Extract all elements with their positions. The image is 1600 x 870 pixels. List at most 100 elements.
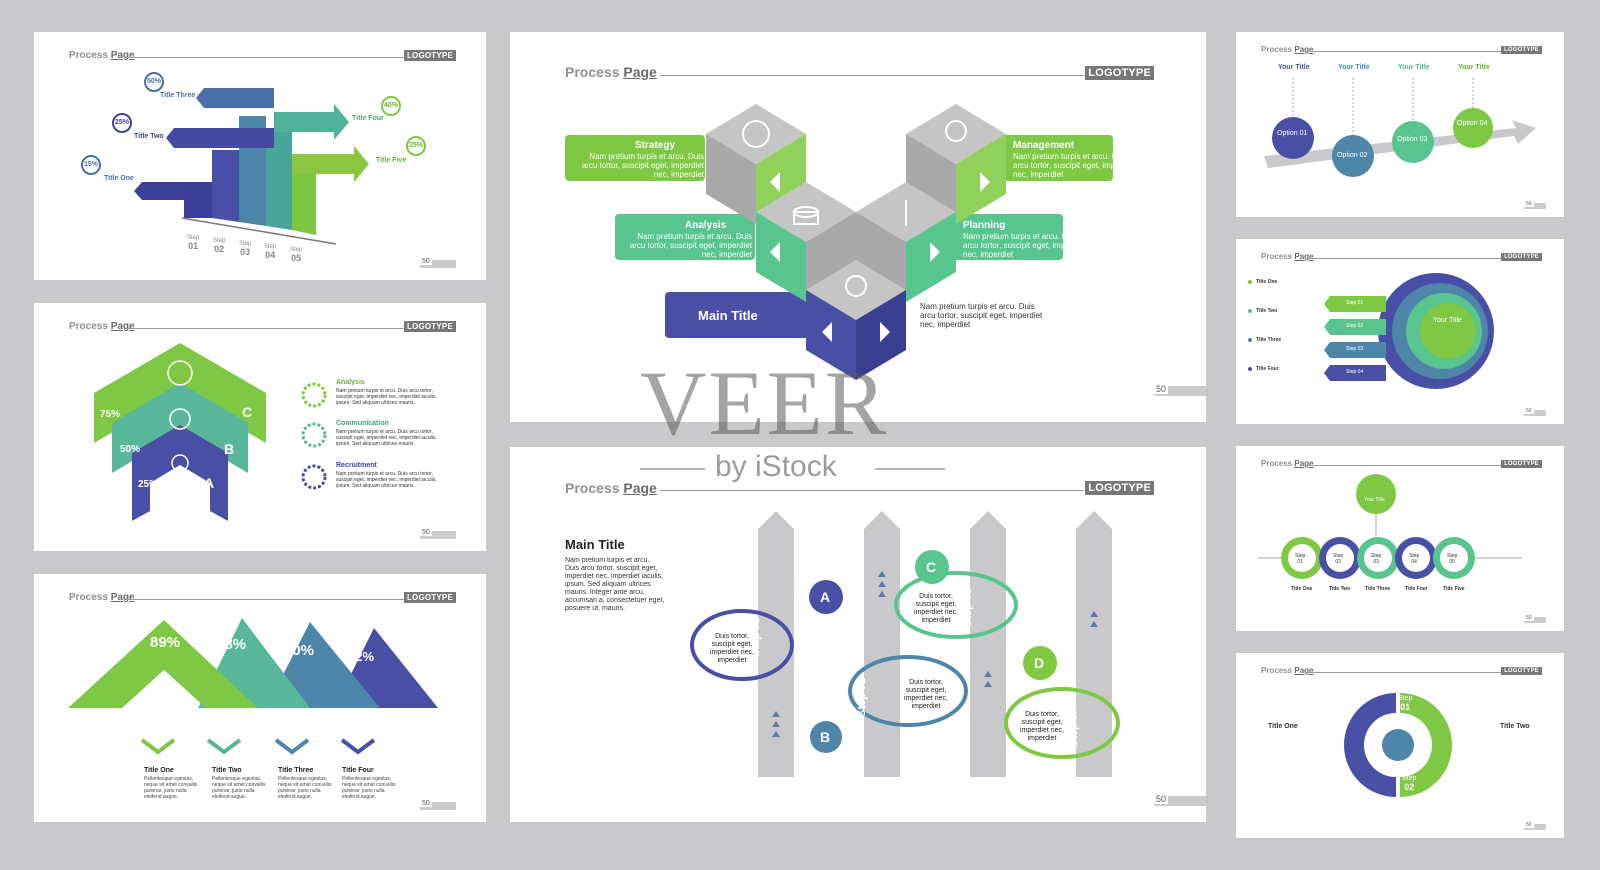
page-number: 50 [1154, 384, 1206, 396]
cloud-text-b: Duis tortor, suscipit eget, imperdiet ne… [904, 679, 948, 710]
title-two: Title Two [1256, 308, 1278, 314]
title-two: Title Two [212, 767, 242, 774]
step-02: Step 02 [856, 677, 868, 717]
cloud-step-diagram [690, 511, 1120, 777]
logotype: LOGOTYPE [1501, 253, 1542, 261]
letter-a: A [820, 589, 831, 605]
chevron-stack-diagram [94, 343, 327, 521]
analysis-title: Analysis [685, 220, 727, 231]
cloud-text-c: Duis tortor, suscipit eget, imperdiet ne… [914, 593, 958, 624]
page-number: 50 [420, 529, 456, 539]
title-four: Title Four [1256, 366, 1279, 372]
item-recruitment-body: Nam pretium turpis et arcu. Duis arcu to… [336, 471, 437, 489]
pin-2-value: 25% [115, 119, 130, 126]
process-page-heading: Process Page [565, 64, 657, 80]
slide-2: Process Page LOGOTYPE 75% 50% 25% C B A … [34, 303, 486, 551]
slide-1: Process Page LOGOTYPE 15% 25% 50% 40% 25… [34, 32, 486, 280]
header-rule [660, 490, 1084, 491]
mountain-diagram [68, 618, 438, 755]
target-diagram [1248, 273, 1494, 389]
body-1: Pellentesque egestas, neque sit amet con… [144, 776, 198, 800]
title-one: Title One [1256, 279, 1278, 285]
main-body: Nam pretium turpis et arcu. Duis arcu to… [920, 302, 1043, 329]
header-rule [126, 328, 414, 329]
your-title-1: Your Title [1278, 64, 1310, 71]
step-04: Step 04 [1346, 369, 1364, 375]
chain-step-diagram [1258, 474, 1522, 579]
slide-4: Process Page LOGOTYPE [510, 32, 1206, 422]
process-page-heading: Process Page [1261, 45, 1314, 54]
logotype: LOGOTYPE [1085, 66, 1154, 80]
body-3: Pellentesque egestas, neque sit amet con… [278, 776, 332, 800]
process-page-heading: Process Page [1261, 666, 1314, 675]
item-analysis-body: Nam pretium turpis et arcu. Duis arcu to… [336, 388, 437, 406]
title-five: Title Five [1443, 586, 1465, 592]
main-body: Nam pretium turpis et arcu. Duis arcu to… [565, 557, 665, 612]
cloud-text-a: Duis tortor, suscipit eget, imperdiet ne… [710, 633, 754, 664]
title-five-label: Title Five [376, 157, 407, 164]
item-recruitment-title: Recruitment [336, 462, 377, 469]
percent-50: 50% [120, 444, 141, 455]
your-title-2: Your Title [1338, 64, 1370, 71]
cycle-diagram [1344, 693, 1452, 797]
header-rule [126, 599, 414, 600]
item-communication-title: Communication [336, 420, 389, 427]
your-title-3: Your Title [1398, 64, 1430, 71]
title-one-label: Title One [104, 175, 134, 182]
option-04: Option 04 [1457, 120, 1488, 127]
analysis-body: Nam pretium turpis et arcu. Duis arcu to… [629, 232, 752, 259]
logotype: LOGOTYPE [403, 321, 456, 332]
title-four-label: Title Four [352, 115, 384, 122]
title-one: Title One [144, 767, 174, 774]
pin-4-value: 40% [384, 102, 399, 109]
header-rule [1306, 465, 1512, 466]
item-communication-body: Nam pretium turpis et arcu. Duis arcu to… [336, 429, 437, 447]
step-03: Step 03 [1346, 346, 1364, 352]
title-two: Title Two [1329, 586, 1351, 592]
item-analysis-title: Analysis [336, 379, 365, 386]
center-title: Your Title [1364, 497, 1385, 503]
letter-c: C [242, 404, 253, 420]
letter-c: C [926, 559, 937, 575]
logotype: LOGOTYPE [1085, 481, 1154, 495]
logotype: LOGOTYPE [1501, 46, 1542, 54]
title-two-label: Title Two [134, 133, 164, 140]
title-four: Title Four [342, 767, 374, 774]
slide-7: Process Page LOGOTYPE Title One Title Tw… [1236, 239, 1564, 424]
planning-body: Nam pretium turpis et arcu. Duis arcu to… [963, 232, 1086, 259]
planning-title: Planning [963, 220, 1006, 231]
body-2: Pellentesque egestas, neque sit amet con… [212, 776, 266, 800]
process-page-heading: Process Page [69, 321, 135, 332]
percent-32: 32% [348, 649, 375, 664]
pin-3-value: 50% [147, 78, 162, 85]
letter-a: A [204, 475, 215, 491]
title-four: Title Four [1405, 586, 1428, 592]
step-03: Step 03 [962, 587, 974, 627]
percent-58: 58% [216, 636, 247, 653]
letter-b: B [224, 441, 235, 457]
title-two: Title Two [1500, 723, 1530, 730]
percent-40: 40% [284, 642, 315, 659]
page-number: 50 [1524, 408, 1546, 416]
percent-89: 89% [150, 634, 181, 651]
slide-6: Process Page LOGOTYPE Your Title Your Ti… [1236, 32, 1564, 217]
option-03: Option 03 [1397, 136, 1428, 143]
percent-25: 25% [138, 479, 159, 490]
title-three-label: Title Three [160, 92, 196, 99]
page-number: 50 [1524, 822, 1546, 830]
header-rule [1306, 51, 1512, 52]
title-three: Title Three [1365, 586, 1391, 592]
management-body: Nam pretium turpis et arcu. Duis arcu to… [1013, 152, 1136, 179]
title-one: Title One [1291, 586, 1313, 592]
letter-d: D [1034, 655, 1045, 671]
step-bar-diagram [81, 72, 426, 245]
